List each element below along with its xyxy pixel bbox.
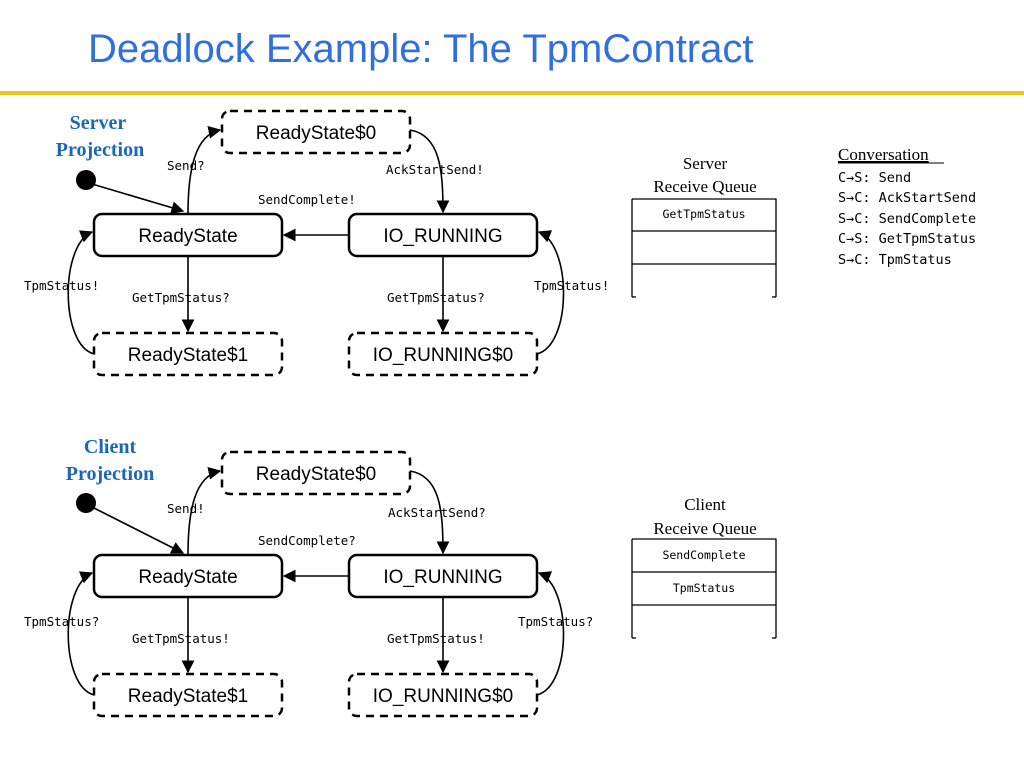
server-edge-ackstartsend [409, 129, 450, 214]
server-queue-title-line1: Server [683, 154, 728, 173]
client-label-gettpmstatus-right: GetTpmStatus! [387, 631, 485, 646]
client-queue-item: TpmStatus [673, 581, 735, 595]
client-edge-tpmstatus-left [67, 571, 95, 696]
server-edge-send [187, 125, 222, 215]
server-label-ackstartsend: AckStartSend! [386, 162, 484, 177]
client-initial-transition [91, 506, 185, 554]
server-label-gettpmstatus-right: GetTpmStatus? [387, 290, 485, 305]
server-label-send: Send? [167, 158, 205, 173]
client-state-readystate-label: ReadyState [138, 567, 237, 588]
client-edge-send [187, 466, 222, 556]
client-state-readystate0-label: ReadyState$0 [256, 464, 376, 485]
server-label-gettpmstatus-left: GetTpmStatus? [132, 290, 230, 305]
server-label-sendcomplete: SendComplete! [258, 192, 356, 207]
server-state-readystate-label: ReadyState [138, 226, 237, 247]
server-projection: Server Projection ReadyState$0 ReadyStat… [24, 109, 609, 377]
client-state-readystate0 [220, 450, 412, 496]
client-projection: Client Projection ReadyState$0 ReadyStat… [24, 436, 593, 718]
conversation-panel: Conversation C→S: Send S→C: AckStartSend… [838, 145, 976, 268]
client-projection-label-line1: Client [84, 436, 137, 458]
slide-title: Deadlock Example: The TpmContract [88, 27, 754, 71]
server-projection-label-line1: Server [70, 112, 127, 134]
client-queue-title-line1: Client [684, 495, 726, 514]
client-label-send: Send! [167, 501, 205, 516]
server-state-io-running-label: IO_RUNNING [383, 226, 502, 247]
title-rule [0, 91, 1024, 95]
client-projection-label-line2: Projection [66, 463, 155, 485]
conversation-line: S→C: AckStartSend [838, 190, 976, 206]
client-label-tpmstatus-left: TpmStatus? [24, 614, 99, 629]
client-edge-tpmstatus-right [536, 571, 565, 696]
server-state-readystate1-label: ReadyState$1 [128, 345, 248, 366]
server-queue-item: GetTpmStatus [662, 207, 745, 221]
client-state-io-running0-label: IO_RUNNING$0 [373, 686, 513, 707]
server-projection-label-line2: Projection [56, 139, 145, 161]
server-state-readystate0-label: ReadyState$0 [256, 123, 376, 144]
client-label-tpmstatus-right: TpmStatus? [518, 614, 593, 629]
server-edge-tpmstatus-right [536, 230, 565, 355]
conversation-line: C→S: GetTpmStatus [838, 231, 976, 247]
server-initial-state-dot [76, 170, 96, 190]
conversation-line: C→S: Send [838, 170, 911, 186]
conversation-line: S→C: SendComplete [838, 211, 976, 227]
client-label-ackstartsend: AckStartSend? [388, 505, 486, 520]
server-label-tpmstatus-right: TpmStatus! [534, 278, 609, 293]
client-initial-state-dot [76, 493, 96, 513]
server-initial-transition [91, 183, 185, 214]
client-label-gettpmstatus-left: GetTpmStatus! [132, 631, 230, 646]
server-label-tpmstatus-left: TpmStatus! [24, 278, 99, 293]
server-state-readystate0 [220, 109, 412, 155]
server-queue-title-line2: Receive Queue [653, 177, 756, 196]
client-label-sendcomplete: SendComplete? [258, 533, 356, 548]
client-edge-ackstartsend [409, 470, 450, 555]
server-receive-queue: Server Receive Queue GetTpmStatus [631, 154, 777, 298]
server-state-io-running0-label: IO_RUNNING$0 [373, 345, 513, 366]
client-queue-item: SendComplete [662, 548, 745, 562]
client-receive-queue: Client Receive Queue SendComplete TpmSta… [631, 495, 777, 639]
conversation-line: S→C: TpmStatus [838, 252, 952, 268]
conversation-heading: Conversation [838, 145, 929, 164]
client-state-readystate1-label: ReadyState$1 [128, 686, 248, 707]
client-queue-title-line2: Receive Queue [653, 519, 756, 538]
client-state-io-running-label: IO_RUNNING [383, 567, 502, 588]
server-edge-tpmstatus-left [67, 230, 95, 355]
